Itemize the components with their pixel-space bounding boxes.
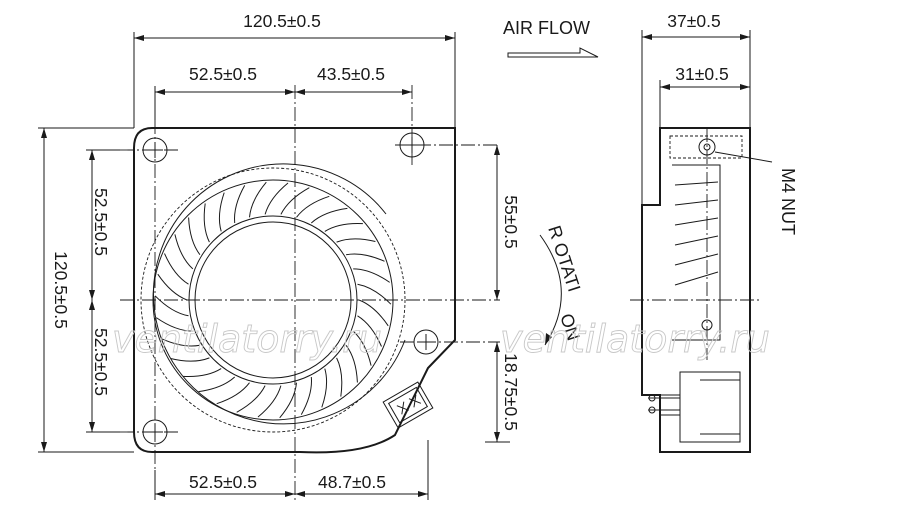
impeller-blade — [174, 234, 194, 270]
impeller-blade — [324, 222, 363, 232]
impeller-blade — [264, 182, 289, 215]
impeller-blade — [352, 330, 372, 366]
impeller-blade — [156, 317, 193, 332]
dim-side-inner: 31±0.5 — [675, 64, 728, 84]
dim-right-upper: 55±0.5 — [501, 195, 521, 248]
impeller-blade — [183, 368, 222, 378]
impeller-blade — [234, 185, 246, 224]
dim-overall-height: 120.5±0.5 — [51, 251, 71, 329]
air-flow-label: AIR FLOW — [503, 18, 590, 38]
impeller-blade — [164, 253, 189, 285]
impeller-blade — [161, 338, 200, 347]
impeller-blade — [203, 203, 210, 243]
impeller-blades — [154, 181, 392, 419]
side-dimensions: 37±0.5 31±0.5 M4 NUT — [641, 11, 798, 235]
dim-side-overall: 37±0.5 — [667, 11, 720, 31]
dim-bottom-left-offset: 52.5±0.5 — [189, 472, 257, 492]
impeller-blade — [170, 357, 210, 362]
dim-left-lower: 52.5±0.5 — [91, 328, 111, 396]
impeller-blade — [257, 385, 282, 418]
watermark-left: ventilatorry.ru — [112, 317, 382, 361]
impeller-blade — [336, 357, 343, 397]
front-dimensions: 120.5±0.5 52.5±0.5 43.5±0.5 52.5±0.5 48.… — [38, 11, 521, 500]
dim-right-lower: 18.75±0.5 — [501, 353, 521, 431]
impeller-blade — [357, 315, 382, 347]
dim-overall-width: 120.5±0.5 — [243, 11, 321, 31]
side-connector — [648, 371, 741, 443]
impeller-blade — [358, 299, 389, 327]
impeller-blade — [154, 295, 189, 317]
impeller-blade — [249, 181, 267, 218]
volute-outline — [152, 163, 406, 425]
air-flow-indicator: AIR FLOW — [503, 18, 599, 58]
impeller-blade — [279, 382, 297, 419]
m4-nut-label: M4 NUT — [778, 168, 798, 235]
impeller-blade — [321, 368, 328, 408]
impeller-blade — [216, 382, 250, 405]
impeller-blade — [236, 385, 266, 413]
impeller-blade — [198, 376, 236, 393]
impeller-blade — [218, 192, 225, 232]
impeller-blade — [336, 238, 376, 243]
impeller-blade — [188, 217, 201, 256]
impeller-blade — [300, 376, 312, 415]
front-view — [120, 85, 500, 500]
connector — [382, 381, 434, 429]
housing-outline — [133, 127, 456, 454]
impeller-blade — [310, 207, 348, 224]
rotation-label-1: R OTATI — [544, 223, 584, 294]
dim-bottom-right-offset: 48.7±0.5 — [318, 472, 386, 492]
impeller-blade — [296, 195, 330, 218]
impeller-blade — [345, 344, 358, 383]
dim-left-upper: 52.5±0.5 — [91, 188, 111, 256]
impeller-blade — [346, 253, 385, 262]
dim-top-left-hole-offset: 52.5±0.5 — [189, 64, 257, 84]
volute-ring — [140, 167, 406, 433]
impeller-blade — [357, 283, 392, 305]
impeller-blade — [353, 268, 390, 283]
impeller-blade — [157, 273, 188, 301]
watermark-right: ventilatorry.ru — [500, 317, 770, 361]
impeller-blade — [280, 187, 310, 215]
side-body — [641, 127, 751, 453]
dim-top-right-hole-offset: 43.5±0.5 — [317, 64, 385, 84]
side-view — [630, 127, 773, 453]
